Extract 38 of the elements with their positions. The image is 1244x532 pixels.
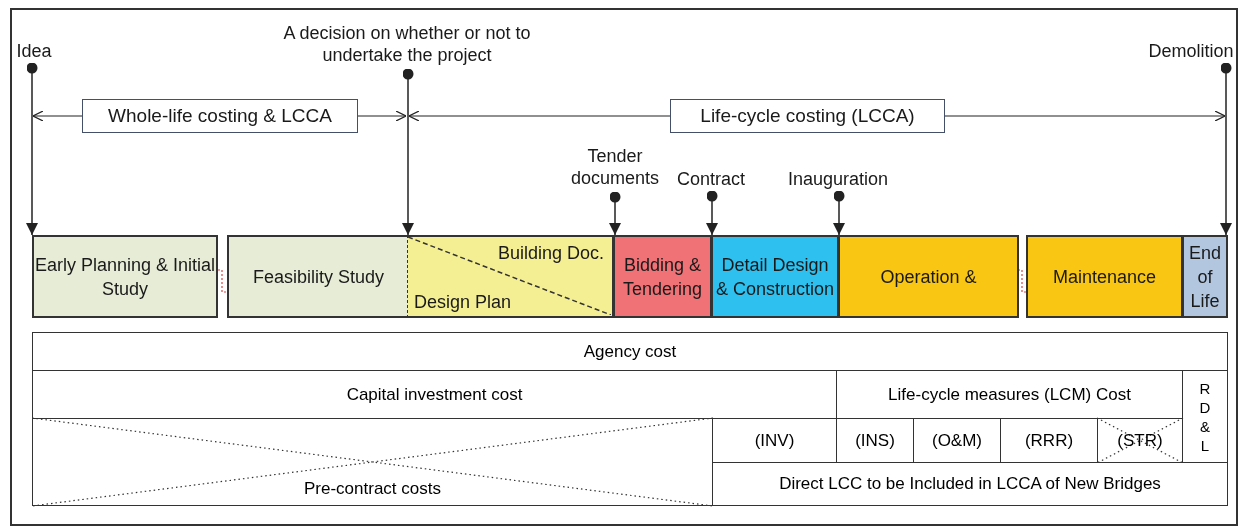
arrow [706,190,718,236]
milestone-label: Idea [14,40,54,64]
phase-box [407,235,614,318]
arrow [944,110,1226,122]
span-label: Whole-life costing & LCCA [82,99,358,133]
arrow [402,68,414,236]
milestone-label: Tender documents [560,145,670,193]
phase-label: Operation & [880,265,977,289]
phase-box [613,235,712,318]
phase-box [32,235,218,318]
arrow [609,191,621,236]
arrow [1220,62,1232,236]
cost-cell: Pre-contract costs [32,418,713,506]
phase-label: Feasibility Study [252,265,385,289]
milestone-label: A decision on whether or not to undertake the project [278,22,536,70]
phase-label: Design Plan [414,291,512,314]
phase-label: Bidding & Tendering [621,253,704,301]
milestone-label: Inauguration [776,168,900,192]
phase-box [227,235,408,318]
span-label: Life-cycle costing (LCCA) [670,99,945,133]
arrow [26,62,38,236]
arrow [357,110,407,122]
phase-label: Detail Design & Construction [714,253,836,301]
phase-box [1182,235,1228,318]
arrow [32,110,83,122]
milestone-label: Demolition [1140,40,1242,64]
phase-box [1026,235,1183,318]
phase-box [838,235,1019,318]
cost-cell: Agency cost [32,332,1228,371]
phase-box [711,235,839,318]
phase-label: Building Doc. [497,242,604,265]
phase-label: Early Planning & Initial Study [34,253,216,301]
phase-label: Maintenance [1052,265,1157,289]
phase-label: End of Life [1188,241,1222,313]
arrow [833,190,845,236]
arrow [408,110,671,122]
cost-cell: Direct LCC to be Included in LCCA of New Bridges [712,462,1228,506]
milestone-label: Contract [668,168,754,192]
